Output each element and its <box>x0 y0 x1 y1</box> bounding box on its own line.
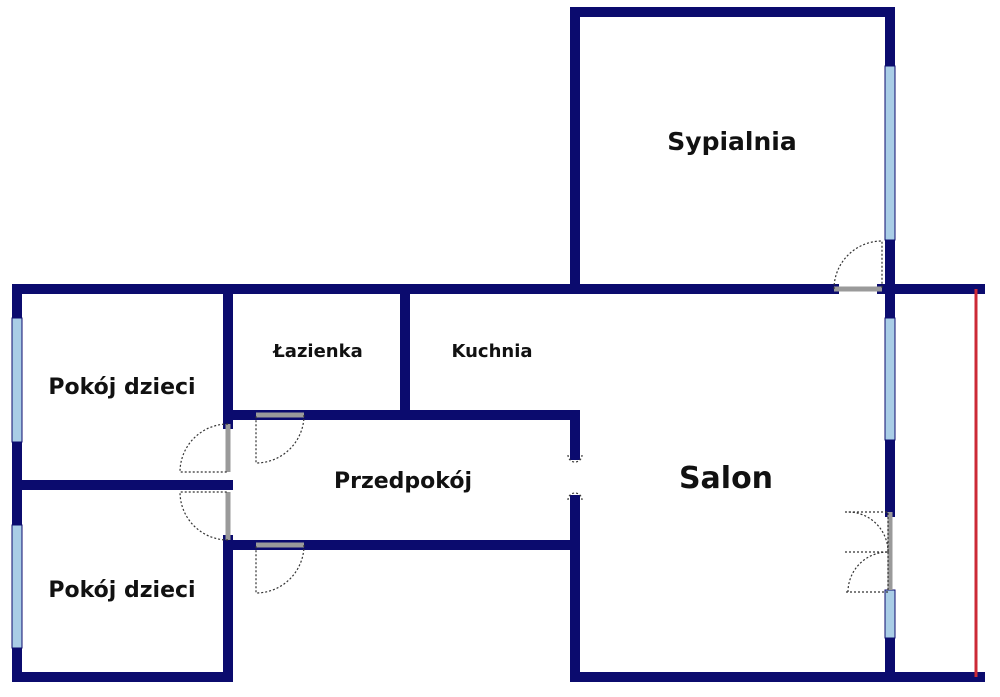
walls <box>12 7 985 682</box>
door-hall-opening <box>567 454 583 501</box>
doors <box>179 240 893 594</box>
window-salon <box>884 317 896 441</box>
door-kids-1 <box>179 423 231 473</box>
windows <box>11 65 896 649</box>
label-przedpokoj: Przedpokój <box>334 469 472 494</box>
door-bedroom <box>833 240 883 292</box>
door-balcony <box>845 511 893 593</box>
door-hall-bottom <box>255 542 305 594</box>
window-kids-2 <box>11 524 23 649</box>
door-bathroom <box>255 412 305 464</box>
label-sypialnia: Sypialnia <box>667 127 796 156</box>
label-pokoj-dzieci-2: Pokój dzieci <box>48 578 195 603</box>
label-lazienka: Łazienka <box>272 341 363 362</box>
room-labels: Sypialnia Pokój dzieci Łazienka Kuchnia … <box>48 127 796 603</box>
window-bedroom <box>884 65 896 241</box>
window-kids-1 <box>11 317 23 443</box>
window-salon-low <box>884 589 896 639</box>
door-kids-2 <box>179 491 231 541</box>
label-salon: Salon <box>679 461 773 496</box>
label-kuchnia: Kuchnia <box>451 341 532 362</box>
label-pokoj-dzieci-1: Pokój dzieci <box>48 375 195 400</box>
